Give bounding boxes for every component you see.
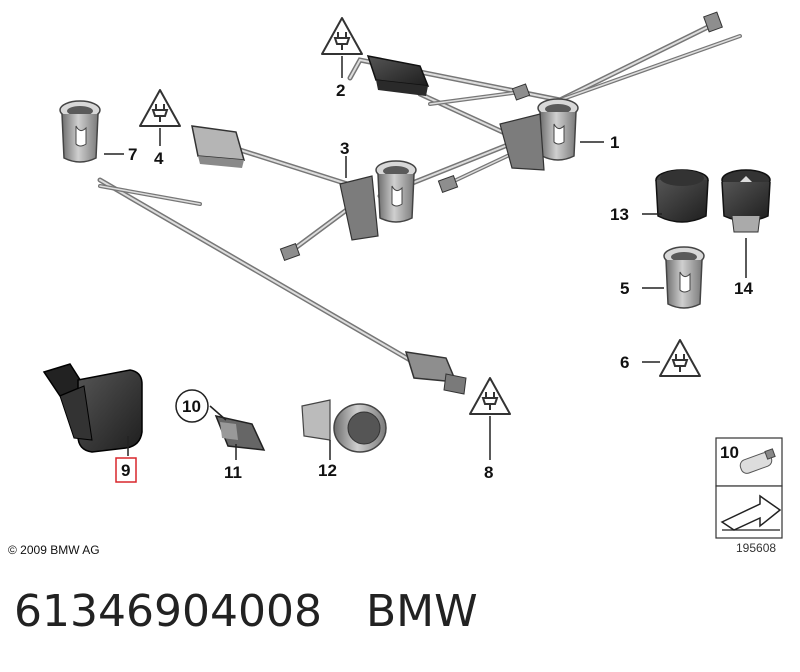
callout-13: 13 (610, 205, 629, 224)
copyright: © 2009 BMW AG (8, 543, 100, 557)
callout-4: 4 (154, 149, 164, 168)
part-number-line: 61346904008 BMW (14, 586, 522, 637)
callout-11: 11 (224, 463, 242, 482)
cover-9 (42, 363, 143, 453)
warning-icon (139, 89, 181, 127)
callout-5: 5 (620, 279, 629, 298)
socket-7 (59, 100, 101, 163)
bracket-1 (499, 113, 545, 171)
connector-8 (404, 351, 467, 395)
image-number: 195608 (736, 541, 776, 555)
socket-1 (537, 98, 579, 161)
callout-9: 9 (121, 461, 130, 480)
brand-name: BMW (365, 586, 478, 637)
wiring-harness (97, 23, 742, 363)
callout-8: 8 (484, 463, 493, 482)
legend-box: 10 (715, 437, 783, 539)
fuse-icon (739, 448, 776, 474)
legend-callout-10: 10 (720, 443, 739, 462)
connector-4 (191, 125, 246, 168)
warning-icon (469, 377, 511, 415)
lighter-14 (721, 169, 771, 233)
socket-3 (375, 160, 417, 223)
connector-11 (214, 414, 266, 451)
socket-5 (663, 246, 705, 309)
callout-1: 1 (610, 133, 619, 152)
cap-13 (655, 169, 709, 223)
callout-10-circle (175, 389, 209, 423)
connector-2 (366, 55, 430, 96)
arrow-icon (720, 494, 782, 531)
warning-icon (321, 17, 363, 55)
callout-14: 14 (734, 279, 753, 298)
callout-2: 2 (336, 81, 345, 100)
leader-lines (104, 56, 747, 460)
callout-12: 12 (318, 461, 337, 480)
sleeve-12 (301, 399, 387, 453)
callout-10: 10 (182, 397, 201, 416)
callout-6: 6 (620, 353, 629, 372)
connector-tabs (279, 11, 723, 262)
part-number: 61346904008 (14, 586, 322, 637)
callout-9-highlight (115, 457, 137, 483)
warning-icon (659, 339, 701, 377)
bracket-3 (339, 175, 379, 241)
callout-3: 3 (340, 139, 349, 158)
callout-7: 7 (128, 145, 137, 164)
